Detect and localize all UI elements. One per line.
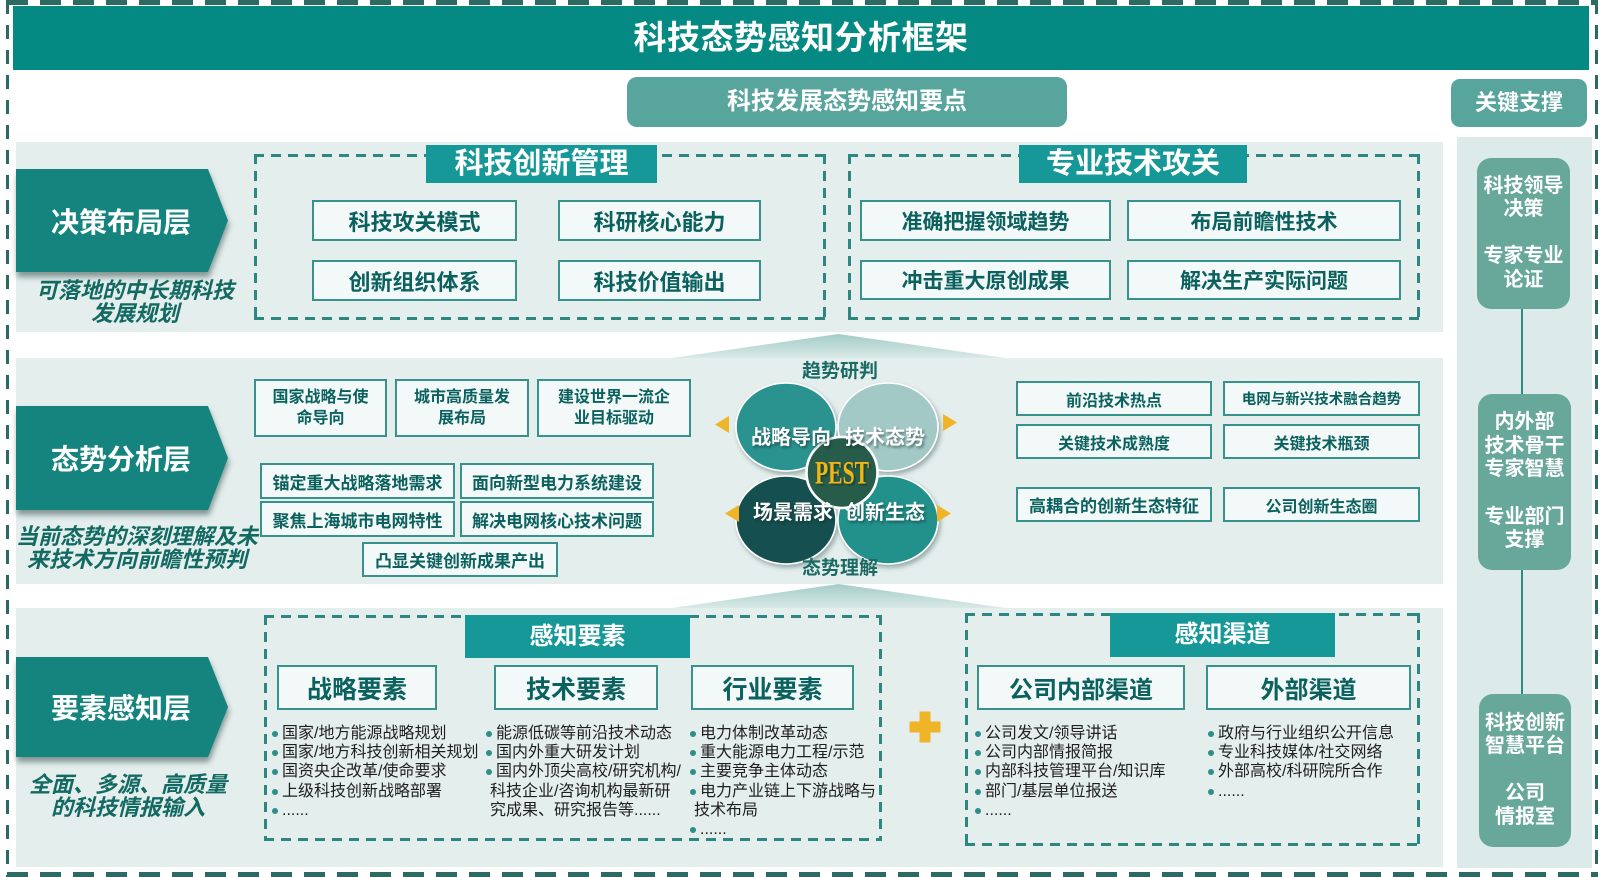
svg-text:PEST: PEST <box>815 456 869 492</box>
svg-text:PEST: PEST <box>817 458 871 494</box>
